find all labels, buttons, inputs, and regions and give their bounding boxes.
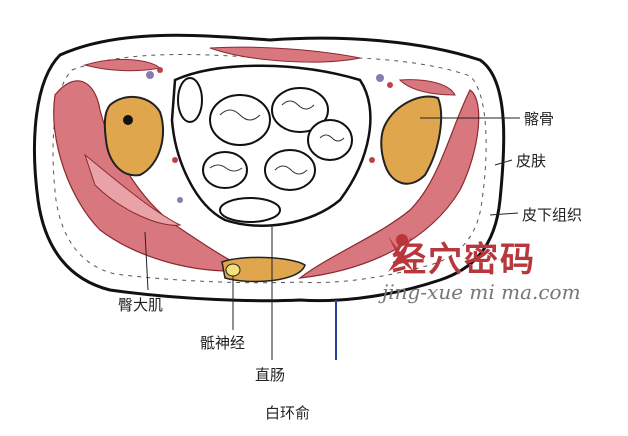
ilium-left	[103, 95, 165, 177]
label-skin: 皮肤	[516, 152, 547, 170]
label-gluteus-maximus: 臀大肌	[118, 296, 164, 314]
watermark-text: 经穴密码	[392, 240, 536, 280]
blood-vessels	[146, 67, 393, 203]
label-acupoint: 白环俞	[265, 404, 311, 422]
muscle-band-top-right	[209, 46, 361, 63]
label-subcutaneous: 皮下组织	[522, 206, 583, 224]
label-rectum: 直肠	[255, 366, 286, 384]
intestines	[177, 77, 353, 223]
watermark-url: jing-xue mi ma.com	[382, 280, 581, 304]
label-ilium: 髂骨	[524, 110, 555, 128]
leader-lines	[144, 117, 520, 360]
watermark-logo-icon	[388, 234, 414, 272]
sacrum	[221, 256, 306, 283]
sacral-nerve	[225, 263, 241, 277]
label-sacral-nerve: 骶神经	[200, 334, 246, 352]
intestine-folds	[209, 100, 345, 175]
muscle-band-right	[398, 79, 456, 96]
gluteus-maximus-right	[297, 89, 480, 279]
muscle-band-left	[83, 153, 182, 226]
ilium-marker	[123, 115, 133, 125]
subcutaneous-boundary	[52, 54, 487, 284]
